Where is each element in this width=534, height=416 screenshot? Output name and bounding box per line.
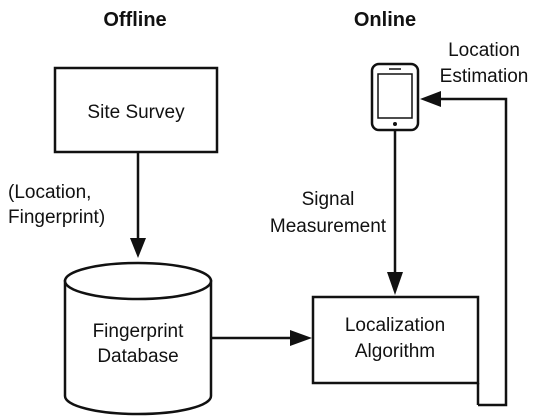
online-header: Online [354, 9, 416, 31]
location-fingerprint-label-line1: (Location, [8, 182, 91, 203]
location-estimation-label-line1: Location [448, 40, 520, 61]
site-survey-node: Site Survey [53, 66, 219, 154]
arrow-survey-to-database-head [130, 238, 146, 258]
offline-header: Offline [103, 9, 166, 31]
localization-algorithm-box [311, 295, 480, 385]
database-cylinder-body [63, 279, 213, 416]
database-label-line2: Database [97, 346, 178, 367]
site-survey-box [53, 66, 219, 154]
algorithm-label-line1: Localization [345, 315, 445, 336]
arrow-algorithm-to-phone [420, 91, 508, 407]
site-survey-label: Site Survey [87, 102, 185, 123]
localization-algorithm-node: Localization Algorithm [311, 295, 480, 385]
arrow-algorithm-to-phone-line [440, 97, 508, 407]
arrow-database-to-algorithm [211, 330, 312, 346]
location-estimation-label-line2: Estimation [440, 66, 529, 87]
signal-measurement-label-line2: Measurement [270, 216, 387, 237]
arrow-survey-to-database [130, 152, 146, 258]
fingerprint-database-node: Fingerprint Database [63, 261, 213, 416]
database-label-line1: Fingerprint [93, 321, 185, 342]
smartphone-icon [370, 62, 420, 132]
database-cylinder-top [63, 261, 213, 301]
arrow-phone-to-algorithm [387, 130, 403, 295]
location-fingerprint-label-line2: Fingerprint) [8, 207, 105, 228]
arrow-database-to-algorithm-head [290, 330, 312, 346]
arrow-phone-to-algorithm-head [387, 272, 403, 295]
arrow-algorithm-to-phone-head [420, 91, 441, 107]
signal-measurement-label-line1: Signal [302, 189, 355, 210]
algorithm-label-line2: Algorithm [355, 341, 435, 362]
smartphone-screen [377, 73, 413, 119]
smartphone-button [393, 122, 397, 126]
